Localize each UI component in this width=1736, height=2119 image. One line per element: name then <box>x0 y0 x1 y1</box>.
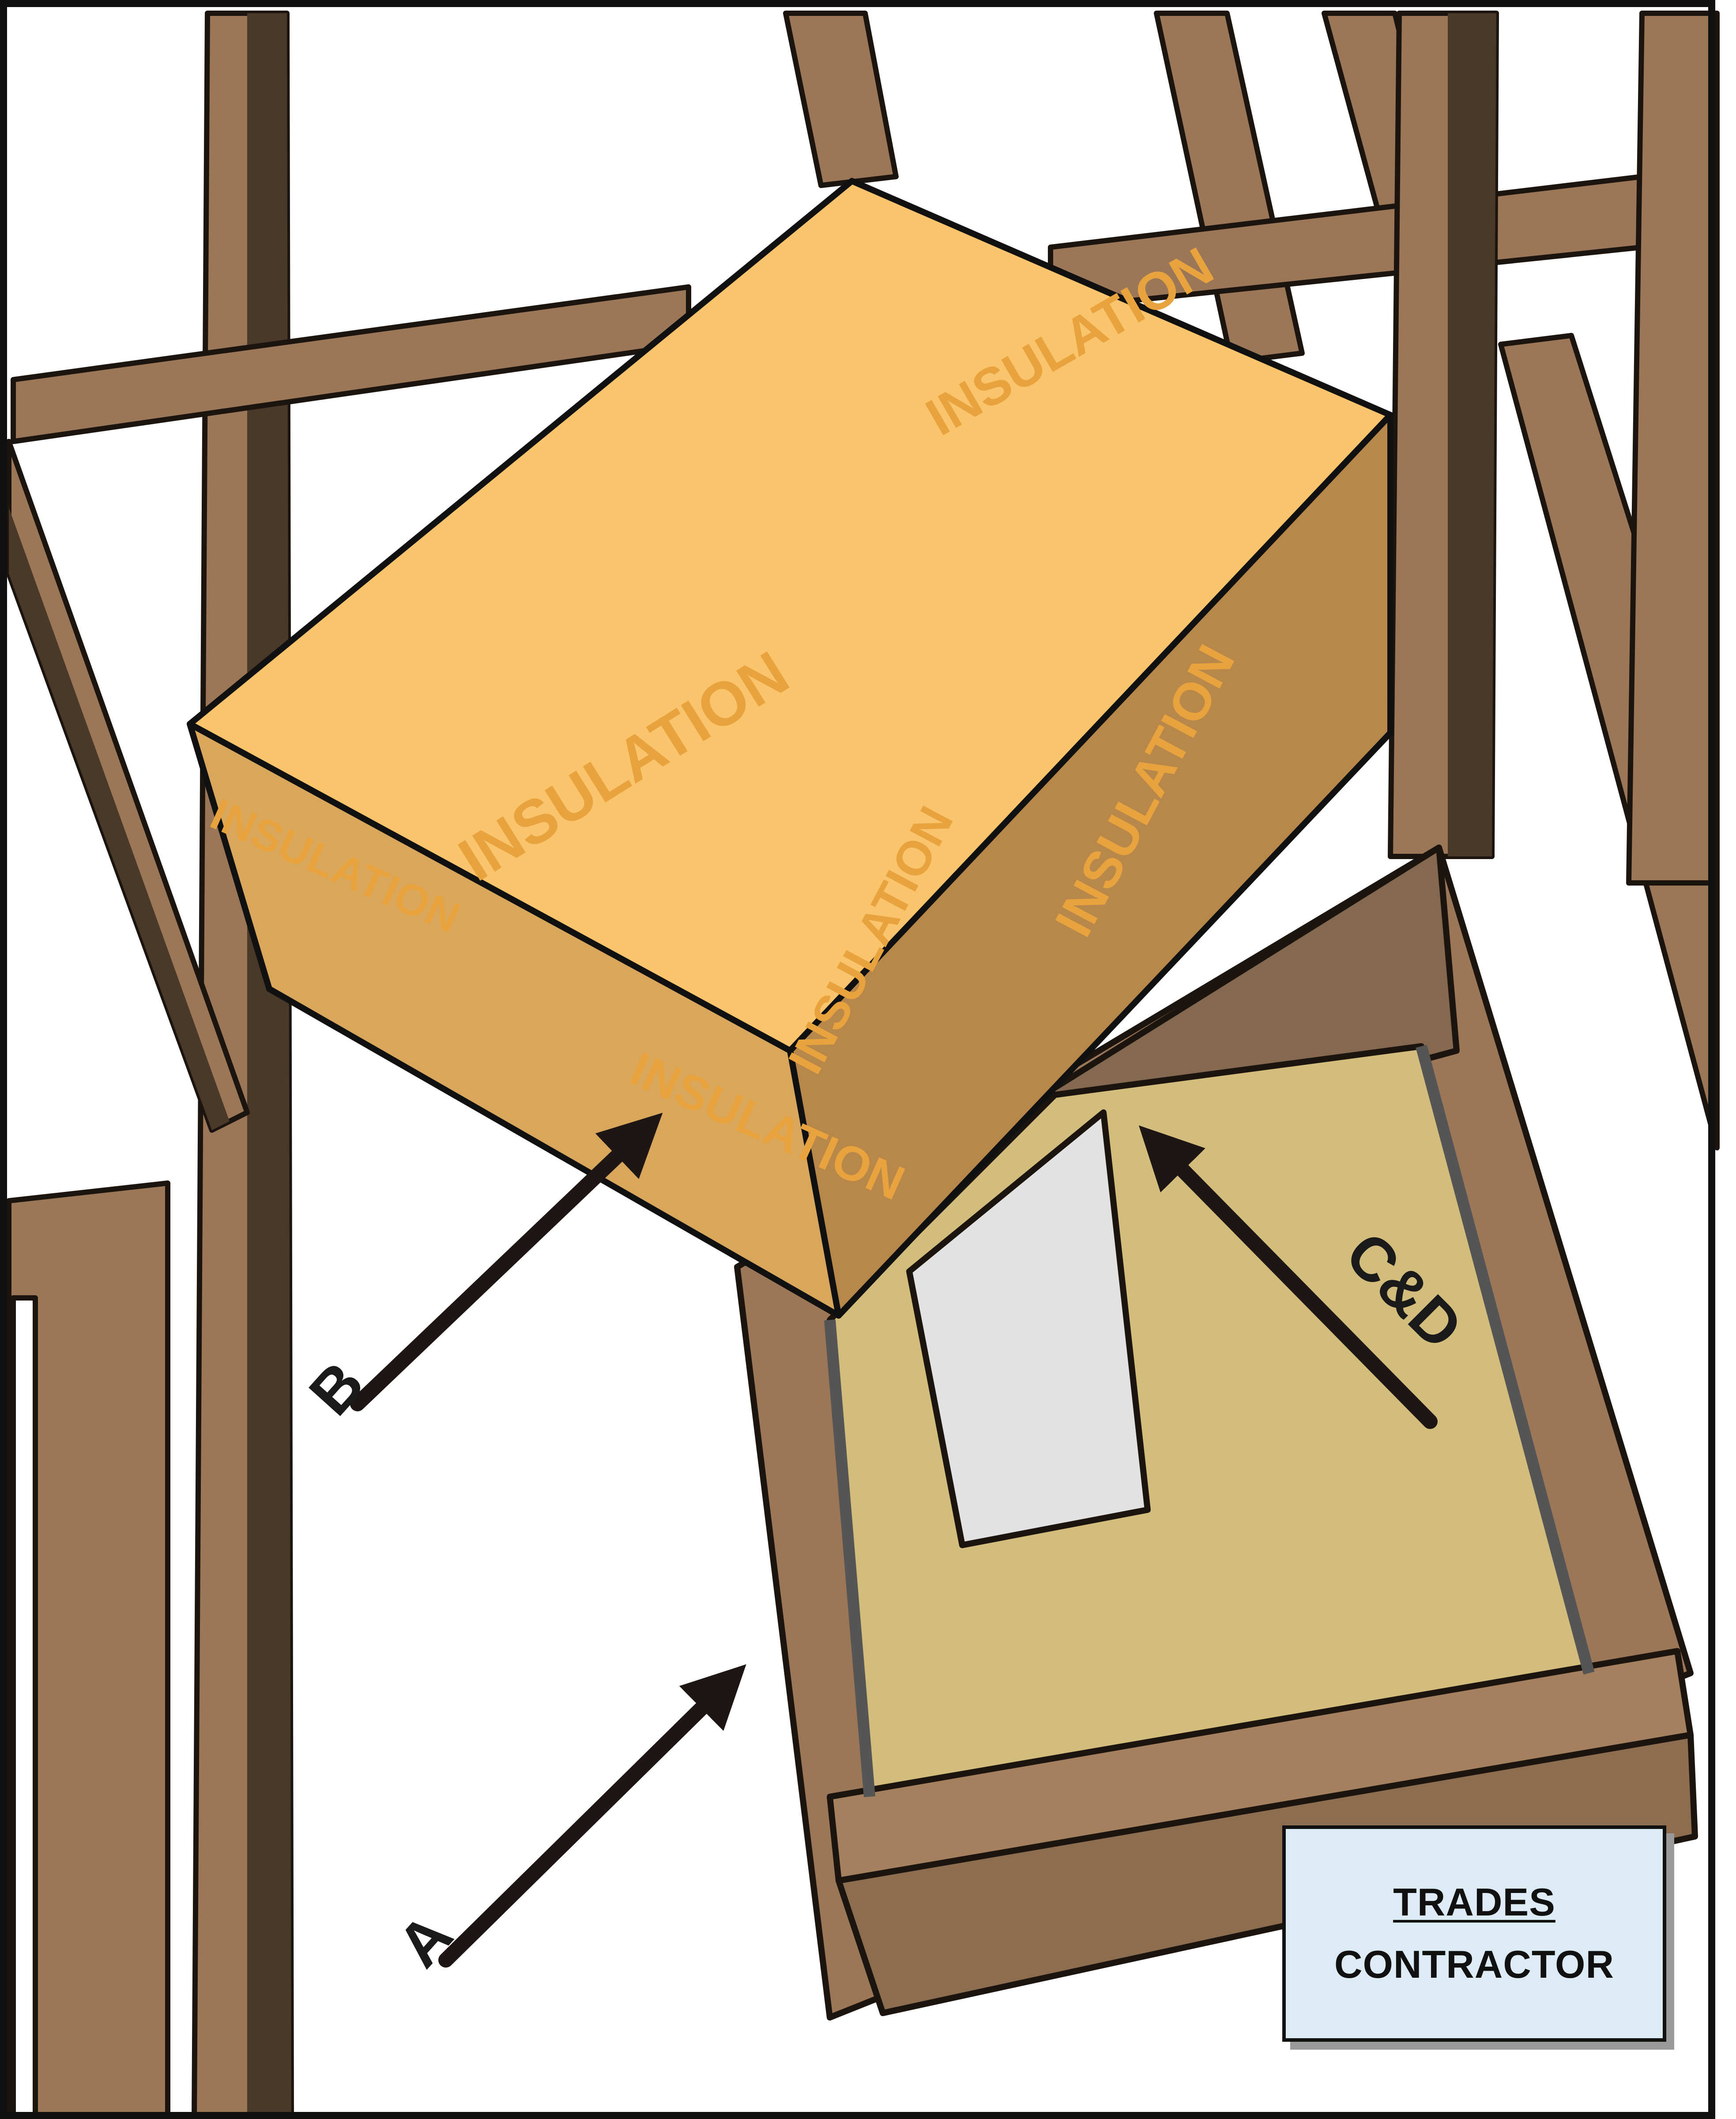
callout-arrows <box>350 1112 1438 1968</box>
tag-line-trades: TRADES <box>1393 1880 1555 1924</box>
gasket-left <box>824 1319 875 1798</box>
left-stud-shadow <box>247 13 291 2119</box>
arrow-a <box>438 1664 746 1968</box>
far-right-stud <box>1626 11 1720 886</box>
arrow-cd <box>1138 1125 1438 1429</box>
trades-contractor-tag: TRADES CONTRACTOR <box>1282 1825 1666 2042</box>
framing <box>6 11 1720 2119</box>
top-center-stud <box>783 11 899 188</box>
left-diagonal-brace-shadow <box>9 508 230 1130</box>
hatch-box <box>734 845 1698 2021</box>
lower-left-frame-inner <box>11 1295 38 2119</box>
tag-line-contractor: CONTRACTOR <box>1334 1942 1615 1986</box>
insulation-box-right-side <box>787 412 1393 1319</box>
insulation-box <box>187 178 1393 1319</box>
hatch-gap-opening <box>906 1109 1151 1548</box>
gasket-right <box>1416 1044 1595 1675</box>
callout-label-b: B <box>296 1349 377 1428</box>
arrow-b <box>350 1112 663 1411</box>
callout-label-a: A <box>384 1900 465 1980</box>
lower-left-frame <box>6 1180 170 2119</box>
hatch-box-front-face <box>836 1732 1698 2016</box>
right-post-shadow <box>1448 13 1496 856</box>
